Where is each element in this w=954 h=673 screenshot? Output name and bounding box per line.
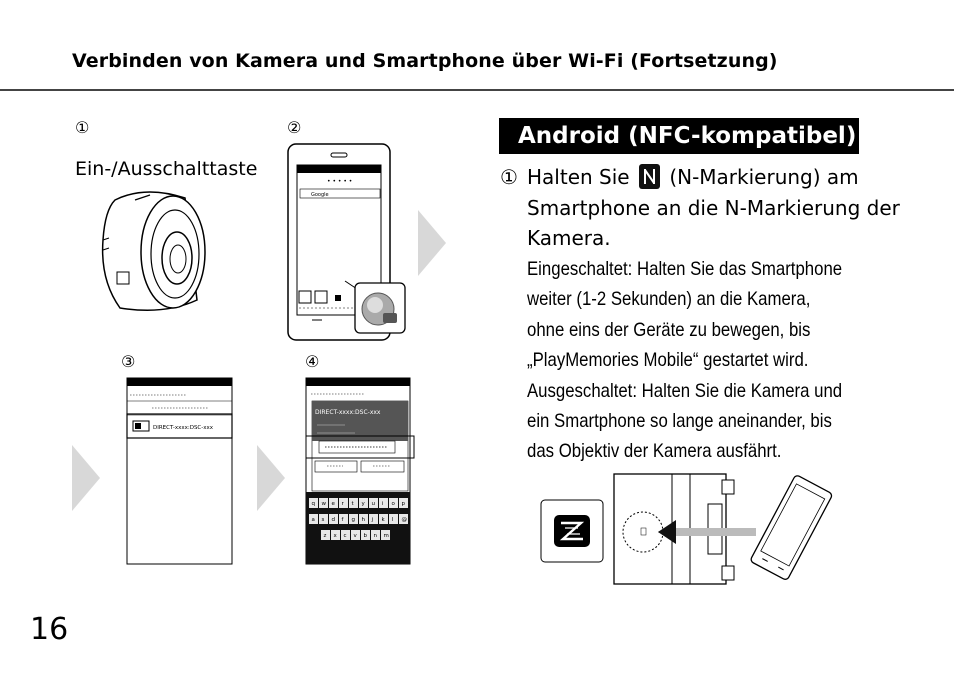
keyboard-key-label: h — [362, 517, 366, 523]
keyboard-key-label: w — [322, 501, 327, 507]
desc-line: ein Smartphone so lange aneinander, bis — [527, 410, 832, 433]
keyboard-key — [379, 498, 388, 508]
step-description: Eingeschaltet: Halten Sie das Smartphone… — [527, 254, 854, 467]
ssid-list-item: DIRECT-xxxx:DSC-xxx — [153, 425, 214, 431]
keyboard-key — [369, 514, 378, 524]
keyboard-key — [381, 530, 390, 540]
keyboard-key-label: b — [364, 533, 368, 539]
desc-line: Ausgeschaltet: Halten Sie die Kamera und — [527, 379, 843, 402]
keyboard-key — [309, 514, 318, 524]
keyboard-key — [389, 498, 398, 508]
wifi-list-screen-illustration: DIRECT-xxxx:DSC-xxx — [126, 377, 233, 565]
n-mark-icon — [638, 164, 660, 189]
keyboard-key — [319, 498, 328, 508]
keyboard-key-label: c — [344, 533, 347, 539]
keyboard-key — [399, 498, 408, 508]
arrow-right-icon — [418, 210, 446, 276]
keyboard-key-label: f — [342, 517, 345, 523]
keyboard-key — [351, 530, 360, 540]
keyboard-key — [349, 514, 358, 524]
step-text-after: (N-Markierung) am Smartphone an die N-Ma… — [527, 165, 900, 250]
dialog-ssid: DIRECT-xxxx:DSC-xxx — [315, 409, 381, 416]
figure-step-1-number: ① — [75, 118, 90, 137]
power-button-label: Ein-/Ausschalttaste — [75, 158, 258, 180]
keyboard-key — [329, 498, 338, 508]
keyboard-key — [349, 498, 358, 508]
phone2-search-text: Google — [311, 192, 329, 198]
keyboard-key — [339, 498, 348, 508]
keyboard-key-label: r — [342, 501, 345, 507]
keyboard-key — [399, 514, 408, 524]
keyboard-key-label: q — [312, 501, 316, 507]
keyboard-key — [319, 514, 328, 524]
keyboard-key-label: s — [322, 517, 325, 523]
keyboard-key — [359, 514, 368, 524]
keyboard-key-label: y — [362, 501, 366, 507]
keyboard-key-label: g — [352, 517, 356, 523]
keyboard-key — [329, 514, 338, 524]
keyboard-key-label: @ — [402, 517, 408, 523]
keyboard-key-label: m — [384, 533, 389, 539]
keyboard-key-label: t — [352, 501, 355, 507]
svg-text:• • • • •: • • • • • — [327, 178, 352, 185]
keyboard-key-label: v — [354, 533, 358, 539]
step-marker: ① — [500, 165, 518, 189]
arrow-right-icon — [257, 445, 285, 511]
keyboard-key-label: e — [332, 501, 336, 507]
page-title: Verbinden von Kamera und Smartphone über… — [72, 50, 778, 72]
figure-step-4-number: ④ — [305, 352, 320, 371]
keyboard-key — [389, 514, 398, 524]
header-rule — [0, 89, 954, 91]
keyboard-key-label: a — [312, 517, 315, 523]
figure-step-3-number: ③ — [121, 352, 136, 371]
keyboard-key-label: n — [374, 533, 378, 539]
step-text-before: Halten Sie — [527, 165, 630, 189]
phone-home-screen-illustration: • • • • • Google — [287, 143, 406, 341]
arrow-right-icon — [72, 445, 100, 511]
step-text: Halten Sie (N-Markierung) am Smartphone … — [527, 162, 907, 254]
figure-step-2-number: ② — [287, 118, 302, 137]
keyboard-key-label: d — [332, 517, 336, 523]
keyboard-key-label: j — [371, 517, 374, 523]
keyboard-key-label: l — [392, 517, 394, 523]
page-number: 16 — [30, 612, 69, 647]
keyboard-key — [341, 530, 350, 540]
keyboard-key-label: o — [392, 501, 396, 507]
lens-camera-illustration — [101, 191, 206, 311]
keyboard-key — [309, 498, 318, 508]
keyboard-key-label: x — [334, 533, 338, 539]
section-banner: Android (NFC-kompatibel) — [499, 118, 859, 154]
keyboard-key-label: u — [372, 501, 376, 507]
keyboard-key-label: z — [324, 533, 327, 539]
keyboard-key — [359, 498, 368, 508]
keyboard-key — [371, 530, 380, 540]
keyboard-key — [339, 514, 348, 524]
keyboard-key-label: i — [382, 501, 384, 507]
keyboard-key — [331, 530, 340, 540]
desc-line: das Objektiv der Kamera ausfährt. — [527, 440, 782, 463]
nfc-touch-illustration — [540, 473, 833, 585]
keyboard-key-label: k — [382, 517, 386, 523]
desc-line: weiter (1-2 Sekunden) an die Kamera, — [527, 288, 811, 311]
desc-line: „PlayMemories Mobile“ gestartet wird. — [527, 349, 809, 372]
keyboard-key — [379, 514, 388, 524]
desc-line: Eingeschaltet: Halten Sie das Smartphone — [527, 258, 843, 280]
keyboard-key-label: p — [402, 501, 406, 507]
keyboard-key — [369, 498, 378, 508]
keyboard-key — [361, 530, 370, 540]
desc-line: ohne eins der Geräte zu bewegen, bis — [527, 318, 811, 341]
keyboard-key — [321, 530, 330, 540]
